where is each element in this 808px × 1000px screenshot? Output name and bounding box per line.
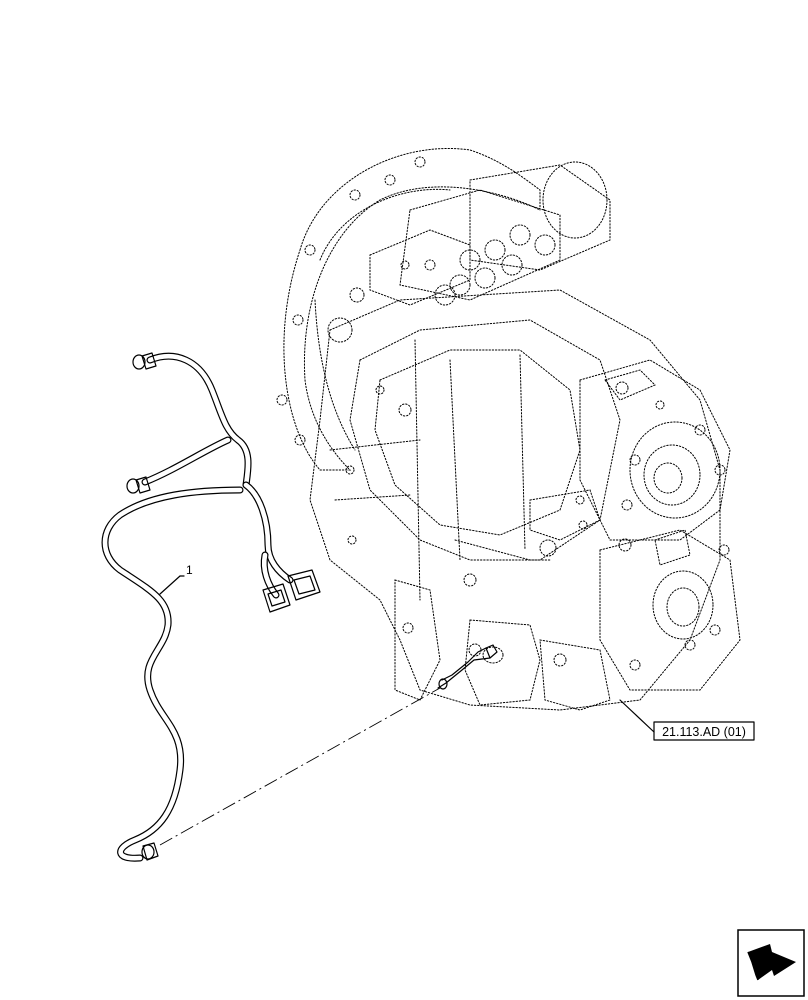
callout-item-1-label: 1 — [186, 563, 193, 577]
terminal-connector-middle — [126, 476, 151, 494]
reference-callout-label[interactable]: 21.113.AD (01) — [662, 725, 746, 739]
reference-callout: 21.113.AD (01) — [619, 699, 755, 741]
transmission-assembly — [276, 148, 741, 711]
next-page-arrow-icon[interactable] — [737, 929, 805, 997]
wiring-harness — [101, 352, 321, 862]
callout-item-1: 1 — [159, 563, 193, 595]
plug-connector-a — [262, 583, 291, 613]
plug-connector-b — [287, 569, 321, 601]
sensor-fitting — [437, 644, 498, 690]
assembly-path-line — [159, 687, 441, 846]
terminal-connector-top — [132, 352, 157, 370]
sensor-connector-bottom — [141, 842, 159, 861]
